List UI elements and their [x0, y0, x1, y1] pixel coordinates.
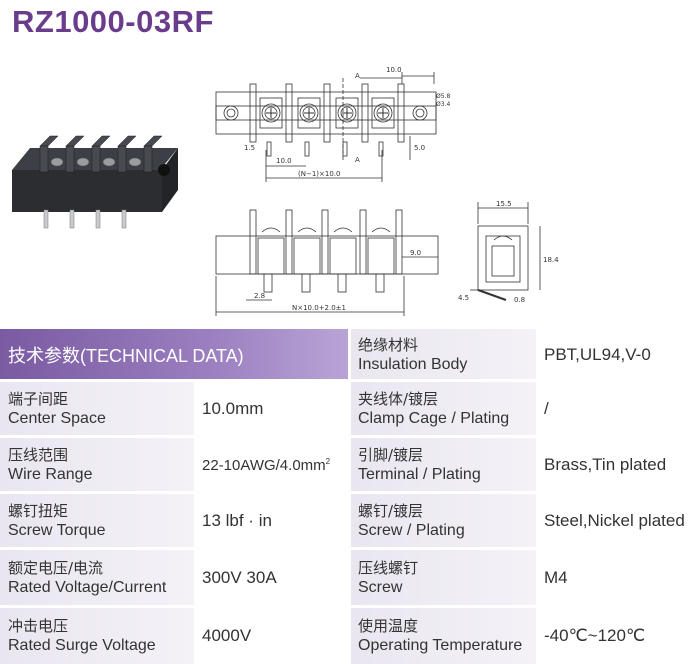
- spec-label-screw-plating: 螺钉/镀层 Screw / Plating: [350, 493, 536, 549]
- spec-label-wire-range: 压线范围 Wire Range: [0, 437, 194, 493]
- spec-value-screw: M4: [536, 549, 700, 607]
- spec-value-wire-range: 22-10AWG/4.0mm2: [194, 437, 350, 493]
- dim-pitch-total: (N−1)×10.0: [298, 170, 340, 178]
- spec-value-operating-temperature: -40℃~120℃: [536, 607, 700, 664]
- column-divider: [348, 329, 351, 664]
- spec-label-rated-surge-voltage: 冲击电压 Rated Surge Voltage: [0, 607, 194, 664]
- spec-label-screw-torque: 螺钉扭矩 Screw Torque: [0, 493, 194, 549]
- dim-pin-offset: 2.8: [254, 292, 265, 300]
- product-photo: [12, 135, 178, 229]
- dim-pitch: 10.0: [276, 157, 292, 165]
- spec-value-terminal-plating: Brass,Tin plated: [536, 437, 700, 493]
- spec-value-screw-torque: 13 lbf · in: [194, 493, 350, 549]
- table-header: 技术参数(TECHNICAL DATA): [0, 329, 350, 381]
- product-title: RZ1000-03RF: [12, 4, 214, 39]
- dim-pin-depth: 4.5: [458, 294, 469, 302]
- spec-value-clamp-cage: /: [536, 381, 700, 437]
- dim-total-length: N×10.0+2.0±1: [292, 304, 346, 312]
- dim-hole-diameter-inner: Ø3.4: [436, 101, 450, 108]
- spec-value-rated-voltage-current: 300V 30A: [194, 549, 350, 607]
- top-view: [215, 72, 437, 182]
- dim-height-side: 9.0: [410, 249, 421, 257]
- dim-end-width: 15.5: [496, 200, 512, 208]
- technical-drawing: 10.0 A A Ø5.8 Ø3.4 1.5 10.0 (N−1)×10.0 5…: [12, 66, 559, 316]
- dim-end-height: 18.4: [543, 256, 559, 264]
- dim-section-a-top: A: [355, 72, 360, 80]
- dim-section-a-bottom: A: [355, 156, 360, 164]
- spec-value-center-space: 10.0mm: [194, 381, 350, 437]
- spec-label-operating-temperature: 使用温度 Operating Temperature: [350, 607, 536, 664]
- dim-pitch-top: 10.0: [386, 66, 402, 74]
- dim-pin-length: 5.0: [414, 144, 425, 152]
- spec-label-center-space: 端子间距 Center Space: [0, 381, 194, 437]
- spec-value-rated-surge-voltage: 4000V: [194, 607, 350, 664]
- technical-data-table: 技术参数(TECHNICAL DATA) 端子间距 Center Space 1…: [0, 329, 700, 664]
- dim-hole-diameter-outer: Ø5.8: [436, 93, 450, 100]
- spec-label-terminal-plating: 引脚/镀层 Terminal / Plating: [350, 437, 536, 493]
- spec-label-rated-voltage-current: 额定电压/电流 Rated Voltage/Current: [0, 549, 194, 607]
- dim-pin-thickness: 0.8: [514, 296, 525, 304]
- dim-pin-width: 1.5: [244, 144, 255, 152]
- table-header-label: 技术参数(TECHNICAL DATA): [8, 346, 244, 366]
- spec-value-screw-plating: Steel,Nickel plated: [536, 493, 700, 549]
- spec-value-insulation-body: PBT,UL94,V-0: [536, 329, 700, 381]
- front-view: [215, 209, 439, 316]
- end-view: [470, 202, 541, 301]
- spec-label-insulation-body: 绝缘材料 Insulation Body: [350, 329, 536, 381]
- spec-label-screw: 压线螺钉 Screw: [350, 549, 536, 607]
- spec-label-clamp-cage: 夹线体/镀层 Clamp Cage / Plating: [350, 381, 536, 437]
